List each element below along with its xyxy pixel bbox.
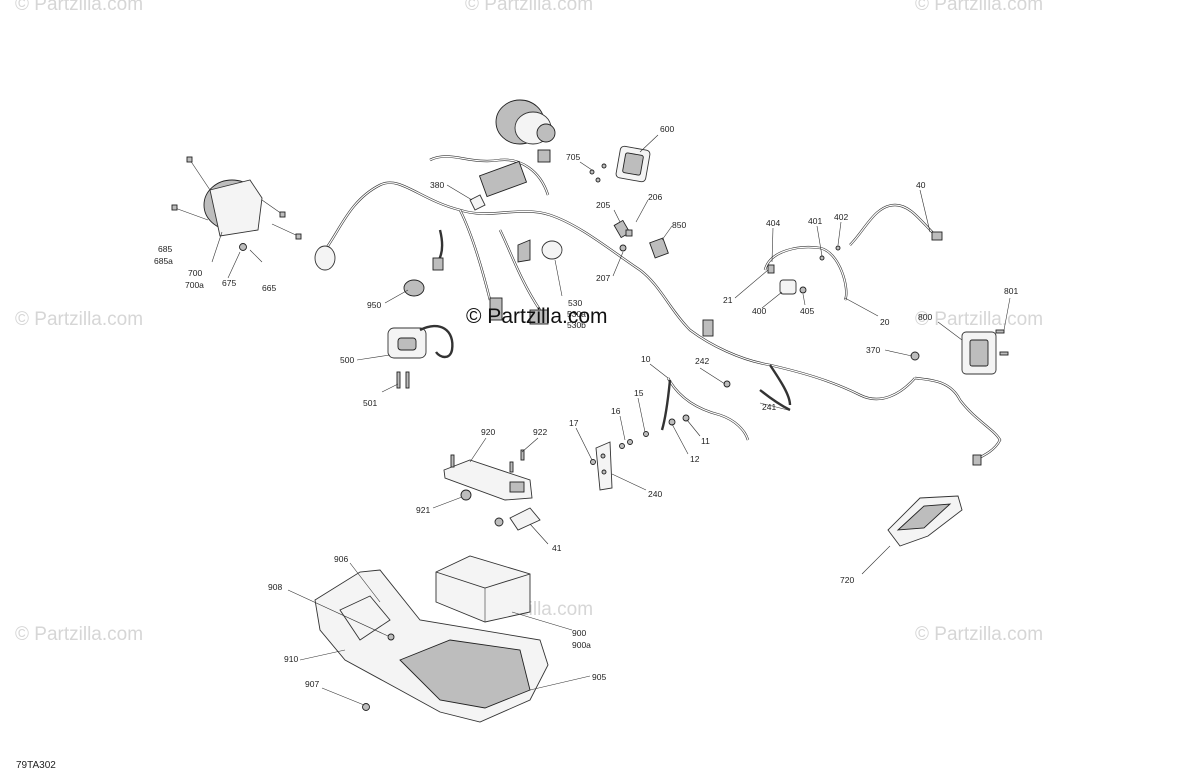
bracket-920 (443, 449, 541, 531)
battery-tray-905 (314, 569, 549, 723)
callout-206: 206 (648, 192, 662, 202)
callout-242: 242 (695, 356, 709, 366)
callout-850: 850 (672, 220, 686, 230)
callout-900a: 900a (572, 640, 591, 650)
module-800 (910, 329, 1009, 375)
callout-920: 920 (481, 427, 495, 437)
left-headlight (171, 156, 302, 263)
callout-370: 370 (866, 345, 880, 355)
callout-800: 800 (918, 312, 932, 322)
bracket-240 (590, 431, 649, 491)
callout-21: 21 (723, 295, 733, 305)
callout-10: 10 (641, 354, 651, 364)
callout-20: 20 (880, 317, 890, 327)
watermark: © Partzilla.com (915, 0, 1043, 15)
callout-900: 900 (572, 628, 586, 638)
callout-380: 380 (430, 180, 444, 190)
leader-lines (211, 134, 1011, 706)
callout-15: 15 (634, 388, 644, 398)
callout-906: 906 (334, 554, 348, 564)
callout-700a: 700a (185, 280, 204, 290)
right-harness (763, 203, 943, 301)
callout-675: 675 (222, 278, 236, 288)
callout-530: 530 (568, 298, 582, 308)
callout-241: 241 (762, 402, 776, 412)
tail-light-720 (887, 495, 963, 547)
callout-12: 12 (690, 454, 700, 464)
center-headlight (495, 99, 556, 145)
watermark: © Partzilla.com (15, 309, 143, 330)
watermark: © Partzilla.com (15, 0, 143, 15)
main-wiring-harness (314, 149, 1002, 466)
callout-801: 801 (1004, 286, 1018, 296)
callout-500: 500 (340, 355, 354, 365)
callout-40: 40 (916, 180, 926, 190)
watermark: © Partzilla.com (15, 624, 143, 645)
callout-17: 17 (569, 418, 579, 428)
switch-500 (387, 324, 454, 389)
callout-705: 705 (566, 152, 580, 162)
callout-207: 207 (596, 273, 610, 283)
callout-685: 685 (158, 244, 172, 254)
callout-16: 16 (611, 406, 621, 416)
callout-402: 402 (834, 212, 848, 222)
small-parts-center (403, 194, 669, 297)
callout-405: 405 (800, 306, 814, 316)
callout-400: 400 (752, 306, 766, 316)
callout-950: 950 (367, 300, 381, 310)
partzilla-watermark: © Partzilla.com (466, 305, 608, 328)
callout-700: 700 (188, 268, 202, 278)
battery-cables (660, 377, 791, 441)
callout-11: 11 (701, 436, 710, 446)
watermark: © Partzilla.com (915, 624, 1043, 645)
callout-685a: 685a (154, 256, 173, 266)
battery-900 (435, 555, 531, 623)
callout-905: 905 (592, 672, 606, 682)
callout-530a: 530a (567, 309, 586, 319)
callout-404: 404 (766, 218, 780, 228)
callout-908: 908 (268, 582, 282, 592)
callout-240: 240 (648, 489, 662, 499)
callout-530b: 530b (567, 320, 586, 330)
diagram-code: 79TA302 (16, 760, 56, 771)
callout-401: 401 (808, 216, 822, 226)
watermark: © Partzilla.com (915, 309, 1043, 330)
watermark: © Partzilla.com (465, 0, 593, 15)
callout-907: 907 (305, 679, 319, 689)
callout-665: 665 (262, 283, 276, 293)
callout-41: 41 (552, 543, 562, 553)
callout-501: 501 (363, 398, 377, 408)
callout-922: 922 (533, 427, 547, 437)
callout-labels: 600 705 380 206 205 850 40 404 401 402 2… (154, 124, 1018, 689)
callout-600: 600 (660, 124, 674, 134)
callout-205: 205 (596, 200, 610, 210)
callout-921: 921 (416, 505, 430, 515)
callout-720: 720 (840, 575, 854, 585)
callout-910: 910 (284, 654, 298, 664)
connector-600 (589, 145, 651, 183)
